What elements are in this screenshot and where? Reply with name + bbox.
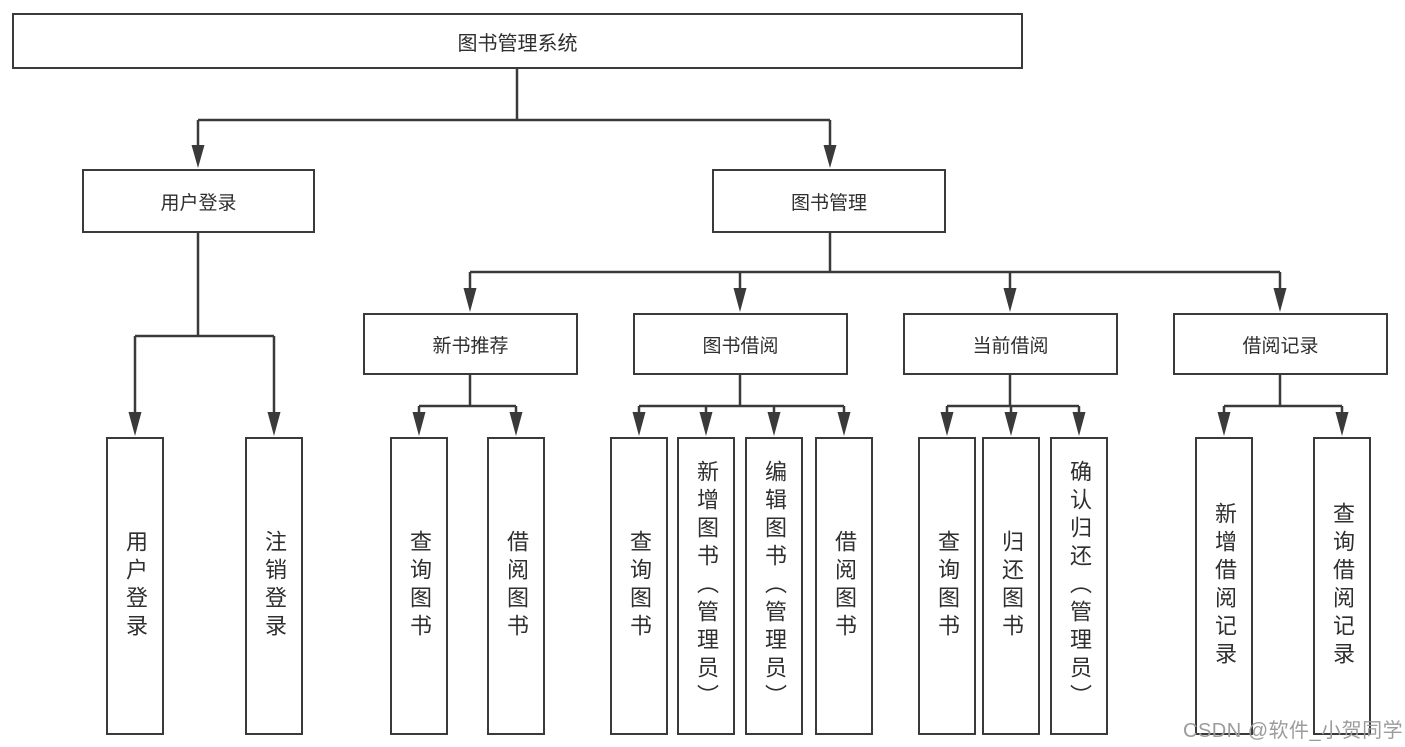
node-bb-add-book-admin: 新增图书（管理员） [677, 437, 735, 735]
node-borrow-records: 借阅记录 [1173, 313, 1388, 375]
node-nbr-borrow-book: 借阅图书 [487, 437, 545, 735]
node-cb-return-book: 归还图书 [982, 437, 1040, 735]
connector-borrow-records [1222, 375, 1344, 414]
watermark: CSDN @软件_小贺同学 [1183, 720, 1404, 742]
node-book-management: 图书管理 [712, 169, 946, 233]
connector-current-borrow [945, 375, 1081, 414]
node-current-borrow: 当前借阅 [903, 313, 1118, 375]
node-br-add-record: 新增借阅记录 [1195, 437, 1253, 735]
connector-user-login [133, 233, 276, 414]
node-cb-query-book: 查询图书 [918, 437, 976, 735]
connector-book-management [468, 233, 1282, 291]
node-bb-query-book: 查询图书 [610, 437, 668, 735]
node-user-login-action: 用户登录 [106, 437, 164, 735]
connector-book-borrow [637, 375, 846, 414]
node-logout: 注销登录 [245, 437, 303, 735]
node-nbr-query-book: 查询图书 [390, 437, 448, 735]
node-bb-edit-book-admin: 编辑图书（管理员） [745, 437, 803, 735]
node-root: 图书管理系统 [12, 13, 1023, 69]
connector-root [196, 69, 832, 147]
node-cb-confirm-return-admin: 确认归还（管理员） [1050, 437, 1108, 735]
node-user-login: 用户登录 [82, 169, 315, 233]
node-bb-borrow-book: 借阅图书 [815, 437, 873, 735]
node-br-query-record: 查询借阅记录 [1313, 437, 1371, 735]
node-new-book-recommend: 新书推荐 [363, 313, 578, 375]
connector-new-book-recommend [417, 375, 518, 414]
node-book-borrow: 图书借阅 [633, 313, 848, 375]
